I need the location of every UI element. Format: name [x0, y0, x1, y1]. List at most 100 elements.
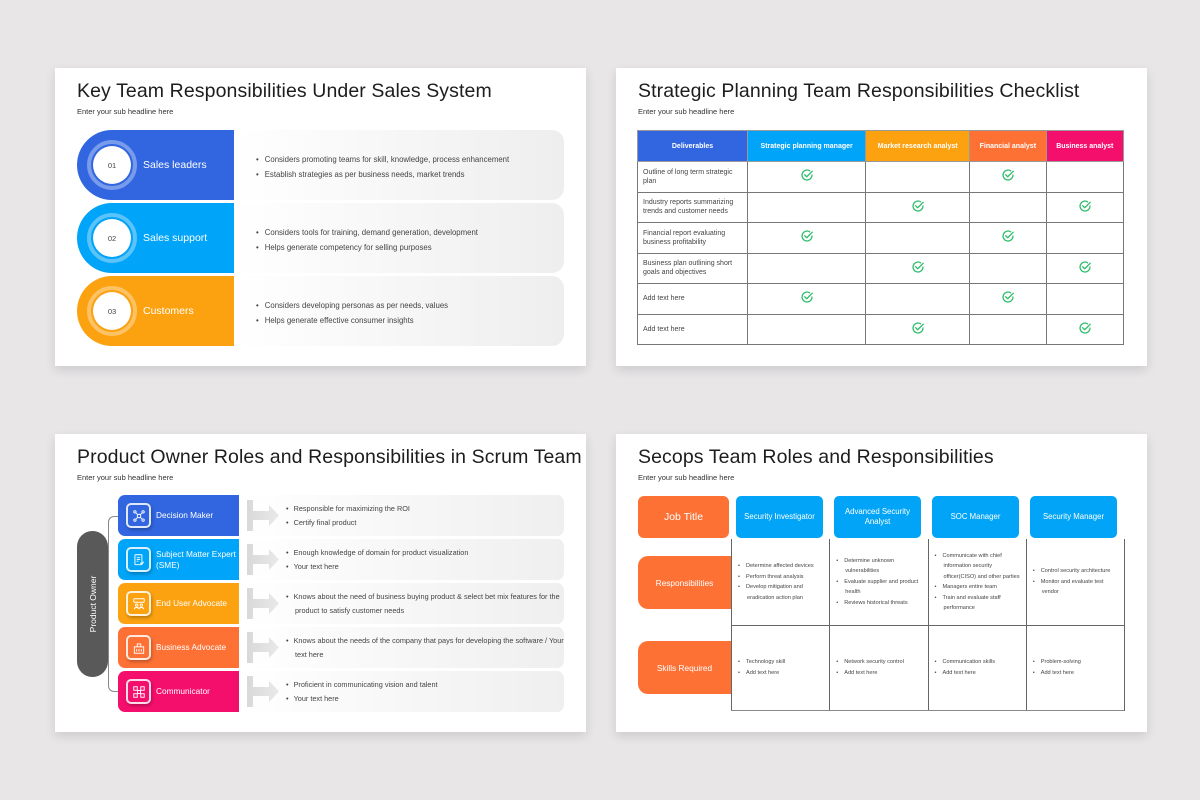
- bullet-list: Communication skillsAdd text here: [929, 657, 1000, 678]
- user-group-icon: [126, 591, 151, 616]
- slide-product-owner-roles[interactable]: Product Owner Roles and Responsibilities…: [55, 434, 586, 732]
- slide-subtitle: Enter your sub headline here: [638, 473, 735, 482]
- role-description-box: Knows about the needs of the company tha…: [243, 627, 564, 668]
- role-row: Decision Maker Responsible for maximizing…: [118, 495, 564, 536]
- role-label: Customers: [143, 305, 194, 317]
- role-description-box: Proficient in communicating vision and t…: [243, 671, 564, 712]
- bullet-item: Communication skills: [935, 657, 995, 668]
- responsibilities-cell: Control security architectureMonitor and…: [1025, 539, 1124, 625]
- column-divider: [1124, 539, 1125, 711]
- check-cell: [865, 252, 971, 284]
- row-label-responsibilities: Responsibilities: [638, 556, 731, 609]
- job-title-header: Job Title: [638, 496, 729, 538]
- bullet-item: Your text here: [286, 692, 438, 706]
- check-cell: [865, 222, 971, 254]
- communication-network-icon: [126, 679, 151, 704]
- role-row: Business Advocate Knows about the needs o…: [118, 627, 564, 668]
- role-box: Business Advocate: [118, 627, 239, 668]
- arrow-right-icon: [247, 500, 279, 531]
- slide-strategic-planning-checklist[interactable]: Strategic Planning Team Responsibilities…: [616, 68, 1147, 366]
- bullet-list: Communicate with chief information secur…: [929, 551, 1026, 614]
- check-cell: [865, 161, 971, 193]
- check-cell: [969, 283, 1047, 315]
- bullet-list: Considers promoting teams for skill, kno…: [256, 153, 509, 182]
- arrow-right-icon: [247, 676, 279, 707]
- check-cell: [969, 161, 1047, 193]
- slide-key-team-responsibilities[interactable]: Key Team Responsibilities Under Sales Sy…: [55, 68, 586, 366]
- slide-subtitle: Enter your sub headline here: [77, 107, 174, 116]
- bullet-item: Determine unknown vulnerabilities: [836, 556, 923, 577]
- check-circle-icon: [800, 291, 814, 306]
- role-label: End User Advocate: [156, 598, 228, 609]
- role-row: End User AdvocateKnows about the need of…: [118, 583, 564, 624]
- bullet-item: Your text here: [286, 560, 468, 574]
- bullet-item: Monitor and evaluate test vendor: [1033, 577, 1120, 598]
- check-circle-icon: [911, 261, 925, 276]
- check-cell: [746, 283, 867, 315]
- table-row: Industry reports summarizing trends and …: [637, 191, 1125, 223]
- bullet-item: Responsible for maximizing the ROI: [286, 502, 410, 516]
- slide-title: Secops Team Roles and Responsibilities: [638, 446, 994, 468]
- arrow-right-icon: [247, 588, 279, 619]
- decision-network-icon: [126, 503, 151, 528]
- check-cell: [746, 222, 867, 254]
- bullet-list: Network security controlAdd text here: [830, 657, 908, 678]
- slide-title: Strategic Planning Team Responsibilities…: [638, 80, 1080, 102]
- arrow-right-icon: [247, 632, 279, 663]
- bullet-item: Considers tools for training, demand gen…: [256, 226, 478, 241]
- arrow-right-icon: [247, 544, 279, 575]
- role-box: Subject Matter Expert (SME): [118, 539, 239, 580]
- number-badge: 01: [93, 146, 131, 184]
- skills-cell: Technology skillAdd text here: [731, 625, 829, 710]
- bullet-item: Add text here: [836, 668, 904, 679]
- slide-title: Key Team Responsibilities Under Sales Sy…: [77, 80, 492, 102]
- deliverable-cell: Outline of long term strategic plan: [637, 161, 748, 193]
- product-owner-label: Product Owner: [87, 575, 98, 633]
- check-cell: [865, 283, 971, 315]
- column-header: Strategic planning manager: [746, 130, 867, 162]
- check-circle-icon: [1078, 322, 1092, 337]
- bullet-list: Problem-solvingAdd text here: [1027, 657, 1085, 678]
- slide-secops-roles[interactable]: Secops Team Roles and Responsibilities E…: [616, 434, 1147, 732]
- bullet-item: Enough knowledge of domain for product v…: [286, 546, 469, 560]
- bullet-item: Considers promoting teams for skill, kno…: [256, 153, 509, 168]
- check-cell: [1045, 161, 1125, 193]
- bullet-list: Control security architectureMonitor and…: [1027, 566, 1124, 598]
- bullet-item: Considers developing personas as per nee…: [256, 299, 448, 314]
- bullet-item: Technology skill: [738, 657, 785, 668]
- role-row: CommunicatorProficient in communicating …: [118, 671, 564, 712]
- check-cell: [969, 313, 1047, 345]
- skills-cell: Problem-solvingAdd text here: [1025, 625, 1124, 710]
- check-circle-icon: [1001, 230, 1015, 245]
- check-cell: [969, 191, 1047, 223]
- role-row: Subject Matter Expert (SME) Enough knowle…: [118, 539, 564, 580]
- role-description-box: Enough knowledge of domain for product v…: [243, 539, 564, 580]
- check-cell: [1045, 313, 1125, 345]
- bullet-list: Considers developing personas as per nee…: [256, 299, 448, 328]
- bullet-item: Control security architecture: [1033, 566, 1120, 577]
- secops-grid: Determine affected devicesPerform threat…: [731, 539, 1125, 711]
- check-circle-icon: [1001, 169, 1015, 184]
- bracket-connector: [108, 516, 118, 692]
- slide-subtitle: Enter your sub headline here: [77, 473, 174, 482]
- role-label: Business Advocate: [156, 642, 227, 653]
- bullet-list: Determine unknown vulnerabilitiesEvaluat…: [830, 556, 927, 609]
- bullet-list: Proficient in communicating vision and t…: [286, 671, 438, 712]
- bullet-item: Knows about the needs of the company tha…: [286, 634, 564, 662]
- check-circle-icon: [1078, 261, 1092, 276]
- check-cell: [1045, 252, 1125, 284]
- bullet-list: Enough knowledge of domain for product v…: [286, 539, 469, 580]
- bullet-item: Helps generate competency for selling pu…: [256, 241, 478, 256]
- column-header: Deliverables: [637, 130, 748, 162]
- bullet-item: Problem-solving: [1033, 657, 1081, 668]
- responsibility-box: Considers promoting teams for skill, kno…: [234, 130, 564, 200]
- role-label: Decision Maker: [156, 510, 214, 521]
- column-header: Financial analyst: [969, 130, 1047, 162]
- bullet-item: Network security control: [836, 657, 904, 668]
- deliverable-cell: Business plan outlining short goals and …: [637, 252, 748, 284]
- role-header: Advanced Security Analyst: [834, 496, 921, 538]
- role-box: Decision Maker: [118, 495, 239, 536]
